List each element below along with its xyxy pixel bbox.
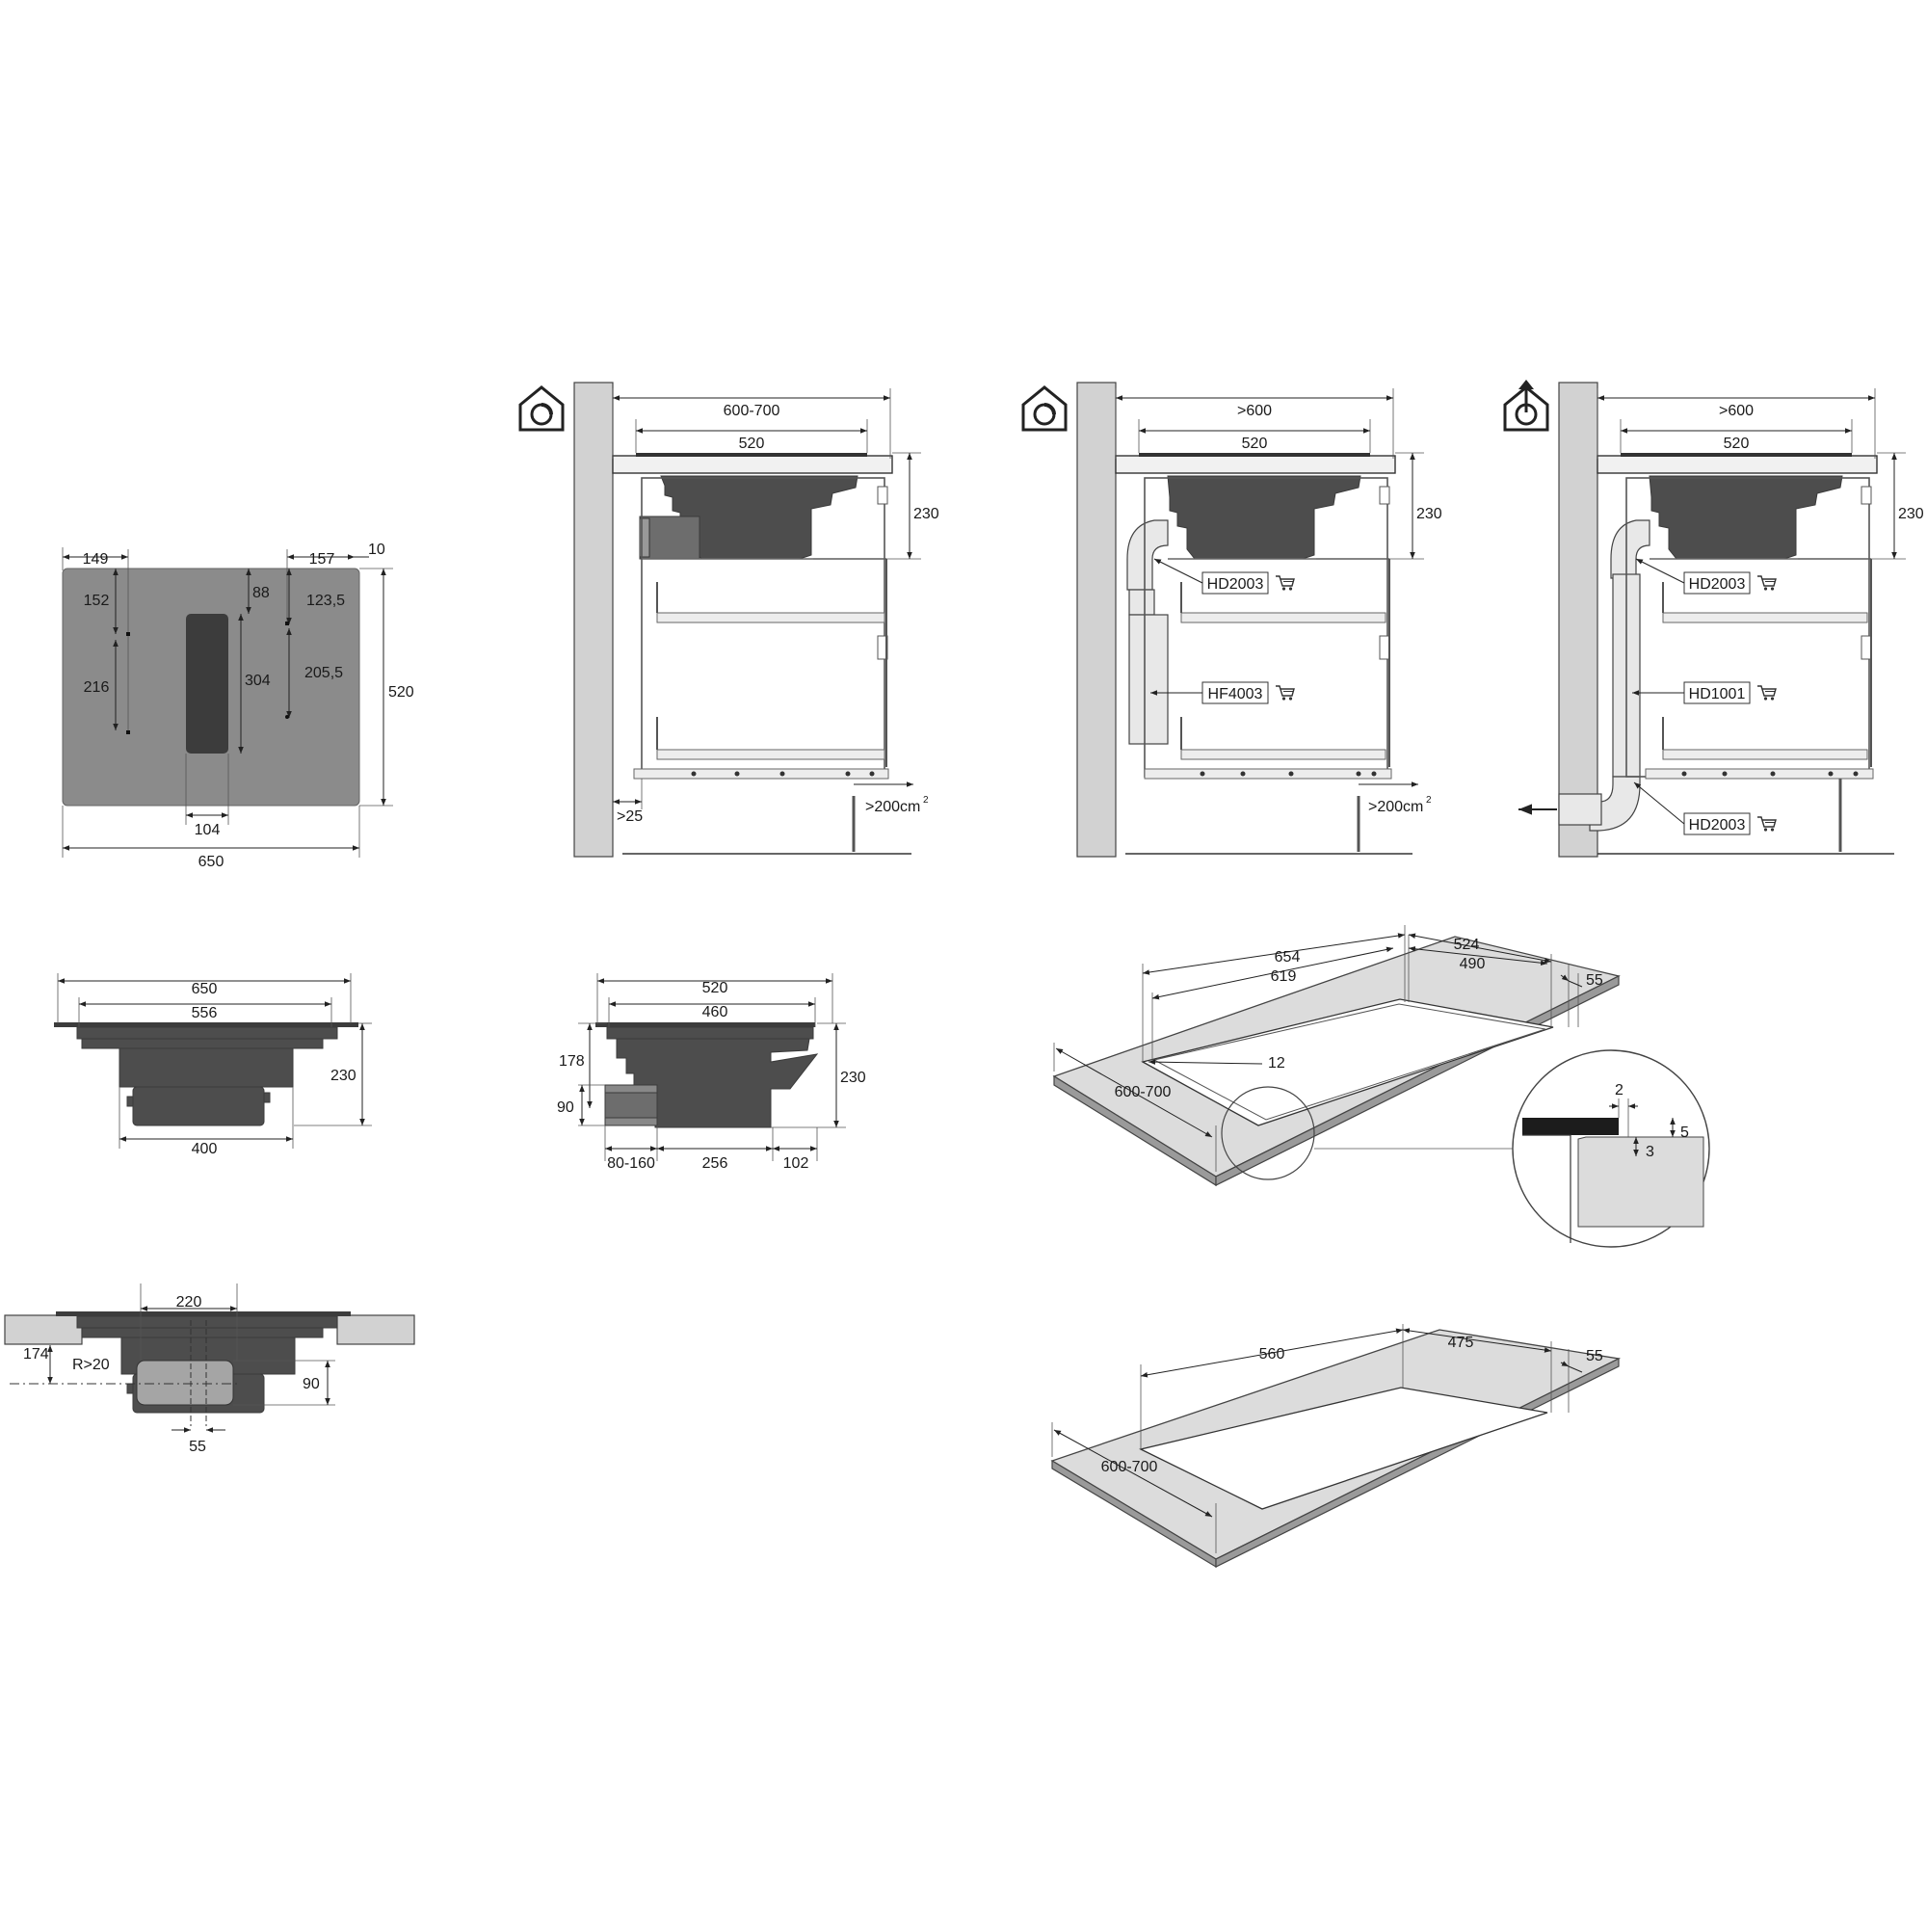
dim-102: 102 xyxy=(783,1155,809,1172)
house-extraction-icon xyxy=(1503,380,1549,432)
dim-654: 654 xyxy=(1275,949,1301,966)
house-recirc-icon-b xyxy=(1021,385,1068,432)
vent-b: >200cm xyxy=(1368,799,1423,815)
dim-475: 475 xyxy=(1448,1335,1474,1351)
tag-c3: HD2003 xyxy=(1689,817,1746,834)
wall-a xyxy=(573,382,614,858)
dim-256: 256 xyxy=(702,1155,728,1172)
dim-400: 400 xyxy=(192,1141,218,1157)
install-c-extraction: >600 520 230 HD2003 HD1001 HD2003 xyxy=(1503,380,1924,858)
top-cutout-opening xyxy=(1139,1387,1548,1510)
wall-b xyxy=(1076,382,1117,858)
cart-icon-b1[interactable] xyxy=(1275,575,1295,592)
detail-5: 5 xyxy=(1680,1125,1689,1141)
dim-520: 520 xyxy=(388,684,414,701)
dim-10: 10 xyxy=(368,542,385,558)
dim-524: 524 xyxy=(1454,937,1480,953)
dim-radius: R>20 xyxy=(72,1357,110,1373)
height-b: 230 xyxy=(1416,506,1442,522)
dim-55-top: 55 xyxy=(1586,1348,1603,1364)
dim-152: 152 xyxy=(84,593,110,609)
dim-556: 556 xyxy=(192,1005,218,1021)
dim-650-side: 650 xyxy=(192,981,218,997)
dim-90-profile: 90 xyxy=(557,1099,574,1116)
depth-b: >600 xyxy=(1237,403,1272,419)
dim-55-section: 55 xyxy=(189,1439,206,1455)
install-b-recirculation-filter: >600 520 230 HD2003 HF4003 >200cm 2 xyxy=(1021,382,1442,858)
dim-88: 88 xyxy=(252,585,270,601)
dim-174: 174 xyxy=(23,1346,49,1363)
dim-490: 490 xyxy=(1460,956,1486,972)
dim-520-profile: 520 xyxy=(702,980,728,996)
cutout-flush-mount: 654 619 524 490 55 12 600-700 2 3 5 xyxy=(1052,925,1710,1248)
cart-icon-c2[interactable] xyxy=(1756,685,1777,701)
depth-flush: 600-700 xyxy=(1115,1084,1172,1100)
worktop-c xyxy=(1597,455,1878,474)
cart-icon-c3[interactable] xyxy=(1756,816,1777,833)
depth-c: >600 xyxy=(1719,403,1754,419)
vent-a-sup: 2 xyxy=(923,795,929,806)
depth-top: 600-700 xyxy=(1101,1459,1158,1475)
flush-cutout-opening xyxy=(1141,998,1554,1126)
tag-b1: HD2003 xyxy=(1207,576,1264,593)
tag-c2: HD1001 xyxy=(1689,686,1746,702)
dim-149: 149 xyxy=(83,551,109,568)
detail-3: 3 xyxy=(1646,1144,1654,1160)
dim-205-5: 205,5 xyxy=(304,665,343,681)
inner-a: 520 xyxy=(739,436,765,452)
gap-a: >25 xyxy=(617,808,643,825)
cutout-top-mount: 560 475 55 600-700 xyxy=(1050,1324,1622,1569)
dim-55-flush: 55 xyxy=(1586,972,1603,989)
dim-178: 178 xyxy=(559,1053,585,1070)
house-recirc-icon-a xyxy=(518,385,565,432)
height-c: 230 xyxy=(1898,506,1924,522)
detail-2: 2 xyxy=(1615,1082,1623,1098)
dim-220: 220 xyxy=(176,1294,202,1310)
dim-123-5: 123,5 xyxy=(306,593,345,609)
filter-box-b xyxy=(1128,614,1169,745)
dim-104: 104 xyxy=(195,822,221,838)
hob-section-view: 220 174 R>20 90 55 xyxy=(4,1284,415,1455)
dim-619: 619 xyxy=(1271,968,1297,985)
dim-460: 460 xyxy=(702,1004,728,1020)
height-a: 230 xyxy=(913,506,939,522)
dim-157: 157 xyxy=(309,551,335,568)
tag-c1: HD2003 xyxy=(1689,576,1746,593)
cart-icon-b2[interactable] xyxy=(1275,685,1295,701)
tag-b2: HF4003 xyxy=(1208,686,1263,702)
hob-top-view: 149 157 10 152 216 88 304 123,5 205,5 52… xyxy=(62,542,414,870)
dim-12: 12 xyxy=(1268,1055,1285,1072)
dim-216: 216 xyxy=(84,679,110,696)
install-a-recirculation: 600-700 520 230 >25 >200cm 2 xyxy=(518,382,939,858)
vent-b-sup: 2 xyxy=(1426,795,1432,806)
downdraft-vent-slot xyxy=(186,614,228,754)
duct-section xyxy=(136,1360,234,1406)
dim-650: 650 xyxy=(198,854,224,870)
hob-profile-view: 520 460 230 178 90 80-160 256 102 xyxy=(557,973,866,1172)
hob-side-view: 650 556 230 400 xyxy=(54,973,372,1157)
cart-icon-c1[interactable] xyxy=(1756,575,1777,592)
dim-80-160: 80-160 xyxy=(607,1155,655,1172)
dim-560: 560 xyxy=(1259,1346,1285,1363)
dim-304: 304 xyxy=(245,673,271,689)
depth-a: 600-700 xyxy=(724,403,780,419)
dim-230-side: 230 xyxy=(330,1068,356,1084)
worktop-b xyxy=(1115,455,1396,474)
dim-90-section: 90 xyxy=(303,1376,320,1392)
vent-a: >200cm xyxy=(865,799,920,815)
worktop-a xyxy=(612,455,893,474)
inner-c: 520 xyxy=(1724,436,1750,452)
wall-c xyxy=(1558,382,1598,858)
dim-230-profile: 230 xyxy=(840,1070,866,1086)
inner-b: 520 xyxy=(1242,436,1268,452)
